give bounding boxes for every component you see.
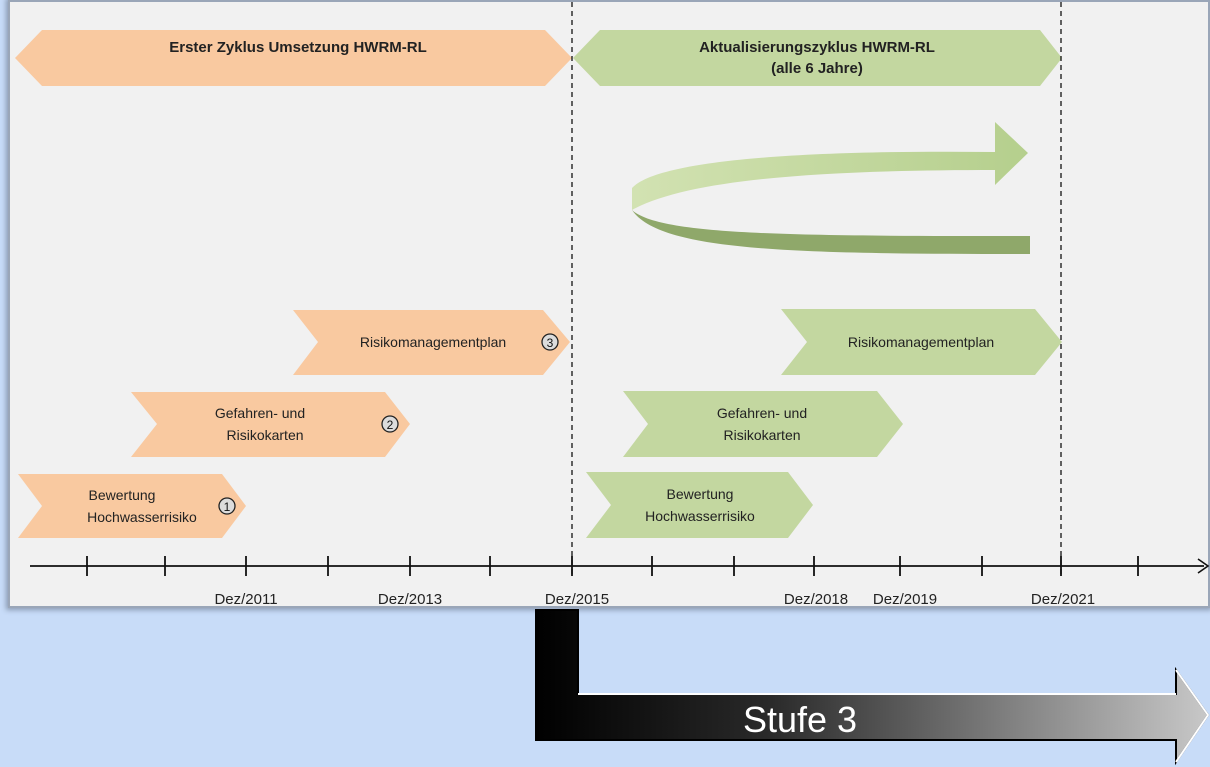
step-marker-2 xyxy=(381,415,399,433)
axis-label-dez-2015: Dez/2015 xyxy=(545,591,609,608)
axis-label-dez-2013: Dez/2013 xyxy=(378,591,442,608)
update-maps-label-2: Risikokarten xyxy=(723,427,800,443)
time-axis-arrowhead-icon xyxy=(1197,558,1210,574)
cycle-loop-arrow-icon xyxy=(632,122,1030,254)
first-plan-label: Risikomanagementplan xyxy=(360,334,506,350)
time-axis-ticks xyxy=(86,556,1139,576)
step-marker-2-label: 2 xyxy=(387,418,394,432)
first-risk-assessment-label-2: Hochwasserrisiko xyxy=(87,509,197,525)
stage-arrow xyxy=(535,609,1210,766)
step-marker-3-label: 3 xyxy=(547,336,554,350)
update-risk-assessment-label-2: Hochwasserrisiko xyxy=(645,508,755,524)
first-risk-assessment-label-1: Bewertung xyxy=(89,487,156,503)
first-maps-label-2: Risikokarten xyxy=(226,427,303,443)
axis-label-dez-2018: Dez/2018 xyxy=(784,591,848,608)
first-plan-step xyxy=(293,310,570,375)
first-risk-assessment-step xyxy=(18,474,246,538)
update-cycle-banner xyxy=(573,30,1062,86)
update-maps-label-1: Gefahren- und xyxy=(717,405,807,421)
first-cycle-title: Erster Zyklus Umsetzung HWRM-RL xyxy=(169,39,427,56)
step-marker-3 xyxy=(541,333,559,351)
update-plan-label: Risikomanagementplan xyxy=(848,334,994,350)
update-risk-assessment-label-1: Bewertung xyxy=(667,486,734,502)
update-cycle-title: Aktualisierungszyklus HWRM-RL xyxy=(699,39,935,56)
axis-label-dez-2011: Dez/2011 xyxy=(214,591,277,608)
step-marker-1-label: 1 xyxy=(224,500,231,514)
first-cycle-banner xyxy=(15,30,572,86)
stage-arrow-label: Stufe 3 xyxy=(743,699,857,740)
update-maps-step xyxy=(623,391,903,457)
first-maps-label-1: Gefahren- und xyxy=(215,405,305,421)
first-maps-step xyxy=(131,392,410,457)
axis-label-dez-2021: Dez/2021 xyxy=(1031,591,1095,608)
step-marker-1 xyxy=(218,497,236,515)
axis-label-dez-2019: Dez/2019 xyxy=(873,591,937,608)
update-cycle-subtitle: (alle 6 Jahre) xyxy=(771,60,863,77)
update-plan-step xyxy=(781,309,1062,375)
update-risk-assessment-step xyxy=(586,472,813,538)
